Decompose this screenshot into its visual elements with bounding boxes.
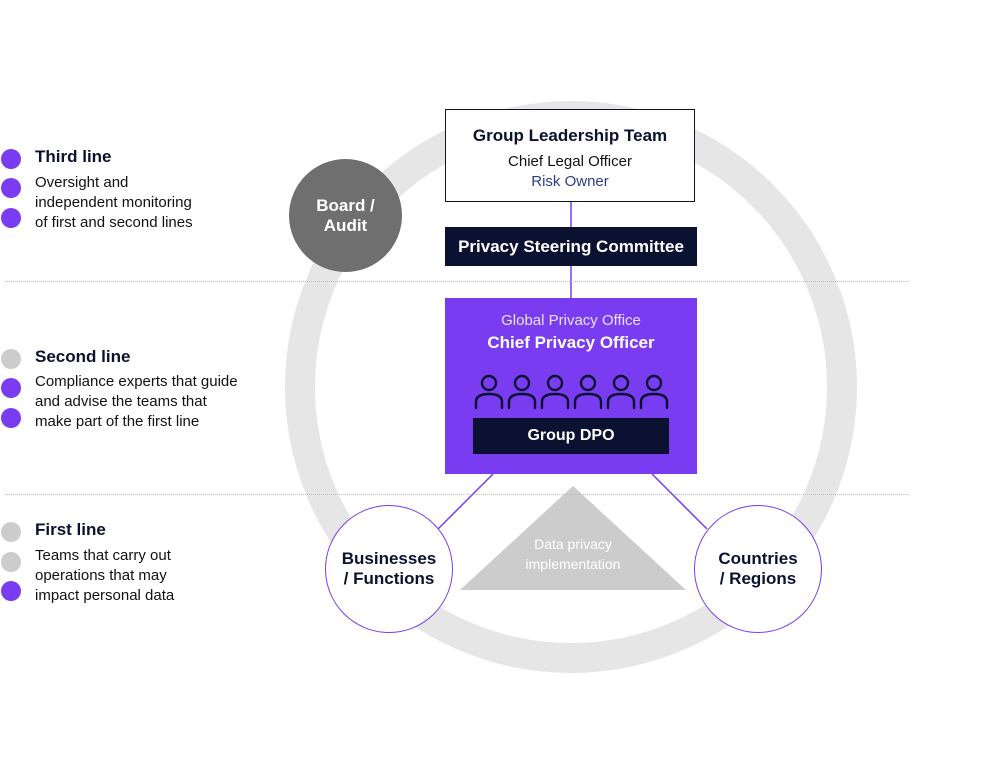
person-icon xyxy=(507,374,537,410)
people-icon xyxy=(474,374,669,410)
legend-dot xyxy=(1,349,21,369)
board-audit-circle: Board / Audit xyxy=(289,159,402,272)
legend-dot xyxy=(1,208,21,228)
gpo-subtitle: Global Privacy Office xyxy=(501,312,641,329)
group-dpo-label: Group DPO xyxy=(527,427,615,444)
person-icon xyxy=(474,374,504,410)
legend-description: Teams that carry out operations that may… xyxy=(35,547,175,604)
legend-description: Oversight and independent monitoring of … xyxy=(35,174,193,231)
legend-dot xyxy=(1,149,21,169)
gpo-title: Chief Privacy Officer xyxy=(487,333,655,352)
group-leadership-team-box: Group Leadership Team Chief Legal Office… xyxy=(445,109,695,202)
person-icon xyxy=(639,374,669,410)
connector-gpo-businesses xyxy=(437,473,494,530)
global-privacy-office-box: Global Privacy Office Chief Privacy Offi… xyxy=(445,298,697,474)
legend-dot xyxy=(1,408,21,428)
glt-title: Group Leadership Team xyxy=(472,126,668,145)
businesses-functions-circle: Businesses / Functions xyxy=(325,505,453,633)
glt-risk-owner: Risk Owner xyxy=(531,173,609,190)
data-privacy-implementation-label: Data privacy implementation xyxy=(525,536,621,572)
legend-dot xyxy=(1,378,21,398)
legend-title: First line xyxy=(35,520,106,539)
connector-gpo-countries xyxy=(651,473,708,530)
person-icon xyxy=(573,374,603,410)
legend-title: Third line xyxy=(35,147,112,166)
countries-regions-label: Countries / Regions xyxy=(718,549,798,588)
legend-description: Compliance experts that guide and advise… xyxy=(35,373,238,430)
legend-dot xyxy=(1,522,21,542)
countries-regions-circle: Countries / Regions xyxy=(694,505,822,633)
person-icon xyxy=(540,374,570,410)
glt-subtitle: Chief Legal Officer xyxy=(508,153,632,170)
privacy-steering-committee-box: Privacy Steering Committee xyxy=(445,227,697,266)
businesses-functions-label: Businesses / Functions xyxy=(341,549,437,588)
group-dpo-box: Group DPO xyxy=(473,418,669,454)
divider-third-second xyxy=(5,281,908,282)
legend-dot xyxy=(1,552,21,572)
legend-title: Second line xyxy=(35,347,131,366)
implementation-triangle xyxy=(460,486,686,590)
legend-dot xyxy=(1,178,21,198)
divider-second-first xyxy=(5,494,908,495)
psc-label: Privacy Steering Committee xyxy=(458,236,684,256)
board-audit-label: Board / Audit xyxy=(316,195,375,235)
person-icon xyxy=(606,374,636,410)
legend-dot xyxy=(1,581,21,601)
